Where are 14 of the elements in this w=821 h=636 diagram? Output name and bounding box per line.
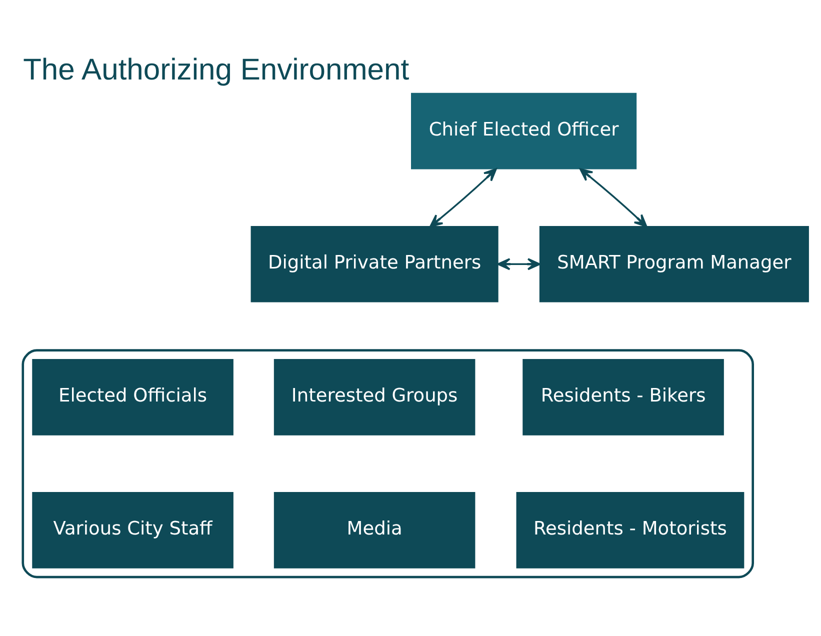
diagram-title: The Authorizing Environment <box>22 52 409 86</box>
node-box: Residents - Bikers <box>522 358 724 435</box>
node-box: Elected Officials <box>32 358 233 435</box>
node-box: Media <box>273 492 475 568</box>
cluster <box>21 348 754 578</box>
node-box: Various City Staff <box>32 492 233 568</box>
node-box: Digital Private Partners <box>250 225 498 302</box>
node-box: Interested Groups <box>273 358 475 435</box>
node-box: SMART Program Manager <box>538 225 808 302</box>
node-box: Chief Elected Officer <box>410 92 636 169</box>
arrow <box>429 168 496 227</box>
arrow <box>578 168 647 227</box>
arrow <box>496 258 540 270</box>
node-box: Residents - Motorists <box>516 492 744 568</box>
